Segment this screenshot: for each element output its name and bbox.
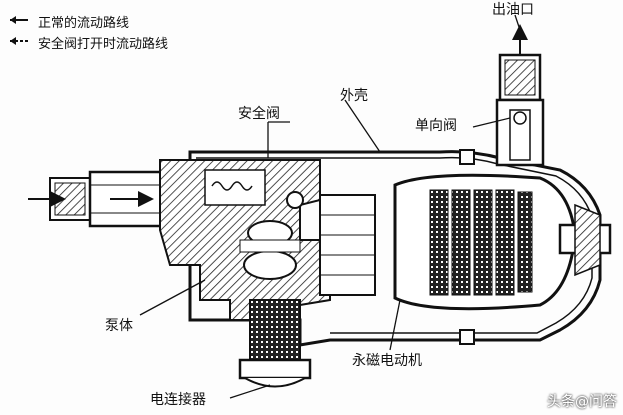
legend-valve-open-flow: 安全阀打开时流动路线 bbox=[38, 37, 169, 52]
electrical-connector bbox=[238, 299, 312, 388]
legend-normal-flow: 正常的流动路线 bbox=[38, 16, 130, 31]
label-connector: 电连接器 bbox=[150, 392, 206, 408]
label-housing: 外壳 bbox=[340, 88, 368, 104]
legend-arrows bbox=[10, 16, 28, 45]
leader-lines bbox=[139, 14, 521, 399]
label-pump-body: 泵体 bbox=[105, 318, 133, 334]
label-outlet: 出油口 bbox=[492, 2, 534, 18]
outlet-check-valve bbox=[495, 24, 545, 167]
label-safety-valve: 安全阀 bbox=[238, 106, 280, 122]
label-check-valve: 单向阀 bbox=[415, 118, 457, 134]
rotor-area bbox=[319, 194, 376, 296]
pump-body bbox=[159, 159, 331, 321]
watermark: 头条@问答 bbox=[547, 394, 617, 410]
label-pm-motor: 永磁电动机 bbox=[352, 353, 422, 369]
motor-armature bbox=[393, 149, 612, 345]
